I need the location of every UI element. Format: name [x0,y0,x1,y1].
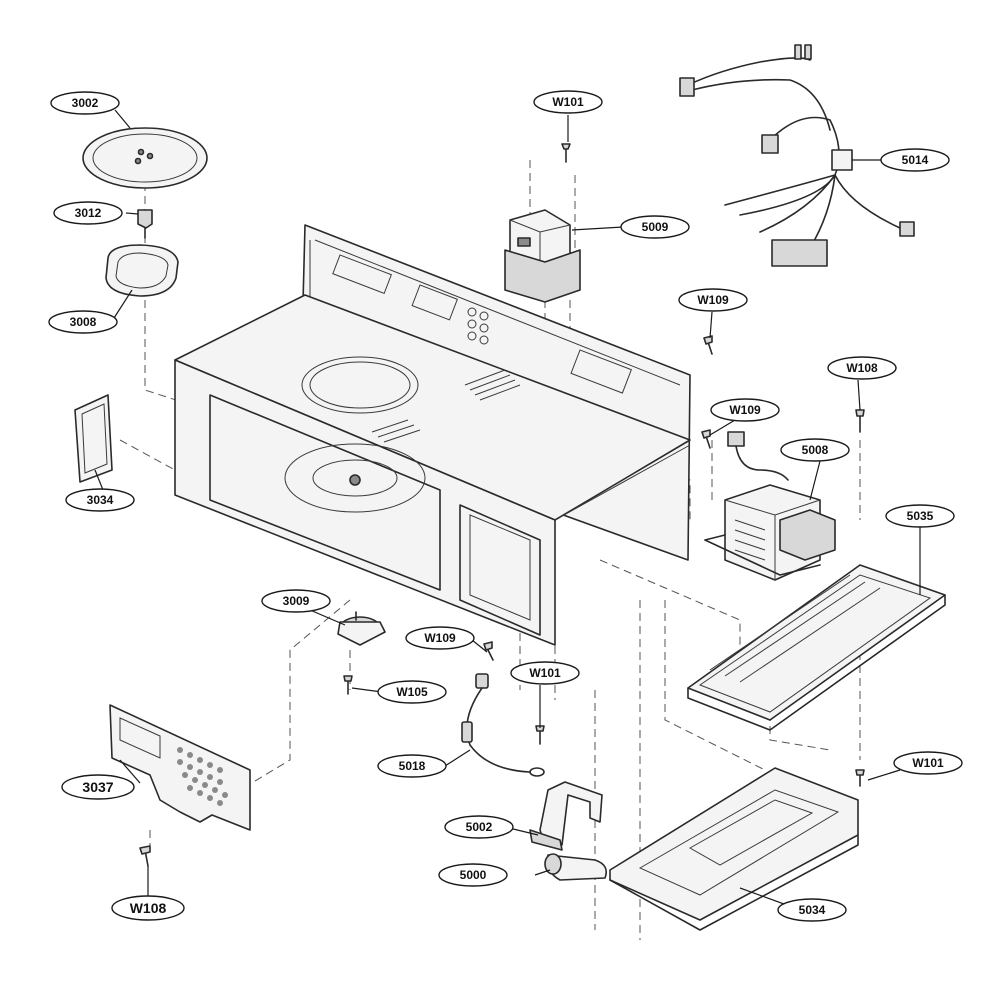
callout-5008: 5008 [780,438,850,462]
callout-label: W105 [396,685,428,699]
callout-label: W101 [529,666,561,680]
callout-W108-bottom: W108 [111,895,185,921]
bracket-5002 [529,781,603,851]
callout-3037: 3037 [61,774,135,800]
callout-W109-a: W109 [405,626,475,650]
roller-ring-3008 [105,244,179,297]
callout-label: 3008 [70,315,97,329]
callout-W101-right: W101 [893,751,963,775]
oven-cavity-chassis [174,224,691,646]
turntable-motor-3009 [337,611,386,646]
callout-label: 3012 [75,206,102,220]
cover-plate-5034 [609,767,859,931]
wire-assembly-5018 [461,673,545,777]
screw-w101-b [855,769,865,787]
callout-label: 3037 [82,779,113,795]
callout-5034: 5034 [777,898,847,922]
screw-w108-a [139,845,151,867]
callout-label: 3034 [87,493,114,507]
component-5009 [504,209,581,303]
waveguide-cover-3034 [74,394,113,483]
screw-w101-c [535,725,545,745]
callout-5035: 5035 [885,504,955,528]
screw-w101-top [561,143,571,163]
screw-w108-b [855,409,865,433]
screw-w105 [343,675,353,695]
callout-3008: 3008 [48,310,118,334]
coupler-3012 [137,209,153,239]
bracket-panel-3037 [109,704,251,831]
callout-5014: 5014 [880,148,950,172]
callout-label: 5034 [799,903,826,917]
callout-label: W109 [729,403,761,417]
callout-label: 5018 [399,759,426,773]
callout-3009: 3009 [261,589,331,613]
callout-label: 5009 [642,220,669,234]
callout-W105: W105 [377,680,447,704]
screw-w109-c [701,429,711,449]
base-plate-5035 [687,564,946,731]
callout-W109-c: W109 [710,398,780,422]
callout-3002: 3002 [50,91,120,115]
screws [139,143,865,867]
callout-5002: 5002 [444,815,514,839]
callout-label: W108 [846,361,878,375]
callout-W109-b: W109 [678,288,748,312]
callout-5009: 5009 [620,215,690,239]
screw-w109-b [703,335,713,355]
callout-5000: 5000 [438,863,508,887]
callout-label: W101 [912,756,944,770]
leader-lines [94,109,921,909]
callout-label: 3009 [283,594,310,608]
turntable-tray-3002 [82,127,208,189]
callout-W101-mid: W101 [510,661,580,685]
callout-label: 5000 [460,868,487,882]
callout-label: 5014 [902,153,929,167]
transformer-5008 [704,431,836,581]
callout-label: 5008 [802,443,829,457]
callout-label: W108 [130,900,167,916]
callout-3034: 3034 [65,488,135,512]
callout-label: W109 [424,631,456,645]
vent-buttons [467,307,489,345]
callout-W101-top: W101 [533,90,603,114]
wire-harness-5014 [679,44,915,267]
callout-label: W101 [552,95,584,109]
callout-W108-top: W108 [827,356,897,380]
callout-label: 5035 [907,509,934,523]
callout-label: 5002 [466,820,493,834]
callout-3012: 3012 [53,201,123,225]
callout-5018: 5018 [377,754,447,778]
callout-label: 3002 [72,96,99,110]
component-5000 [544,853,608,881]
callout-label: W109 [697,293,729,307]
screw-w109-a [483,641,494,661]
